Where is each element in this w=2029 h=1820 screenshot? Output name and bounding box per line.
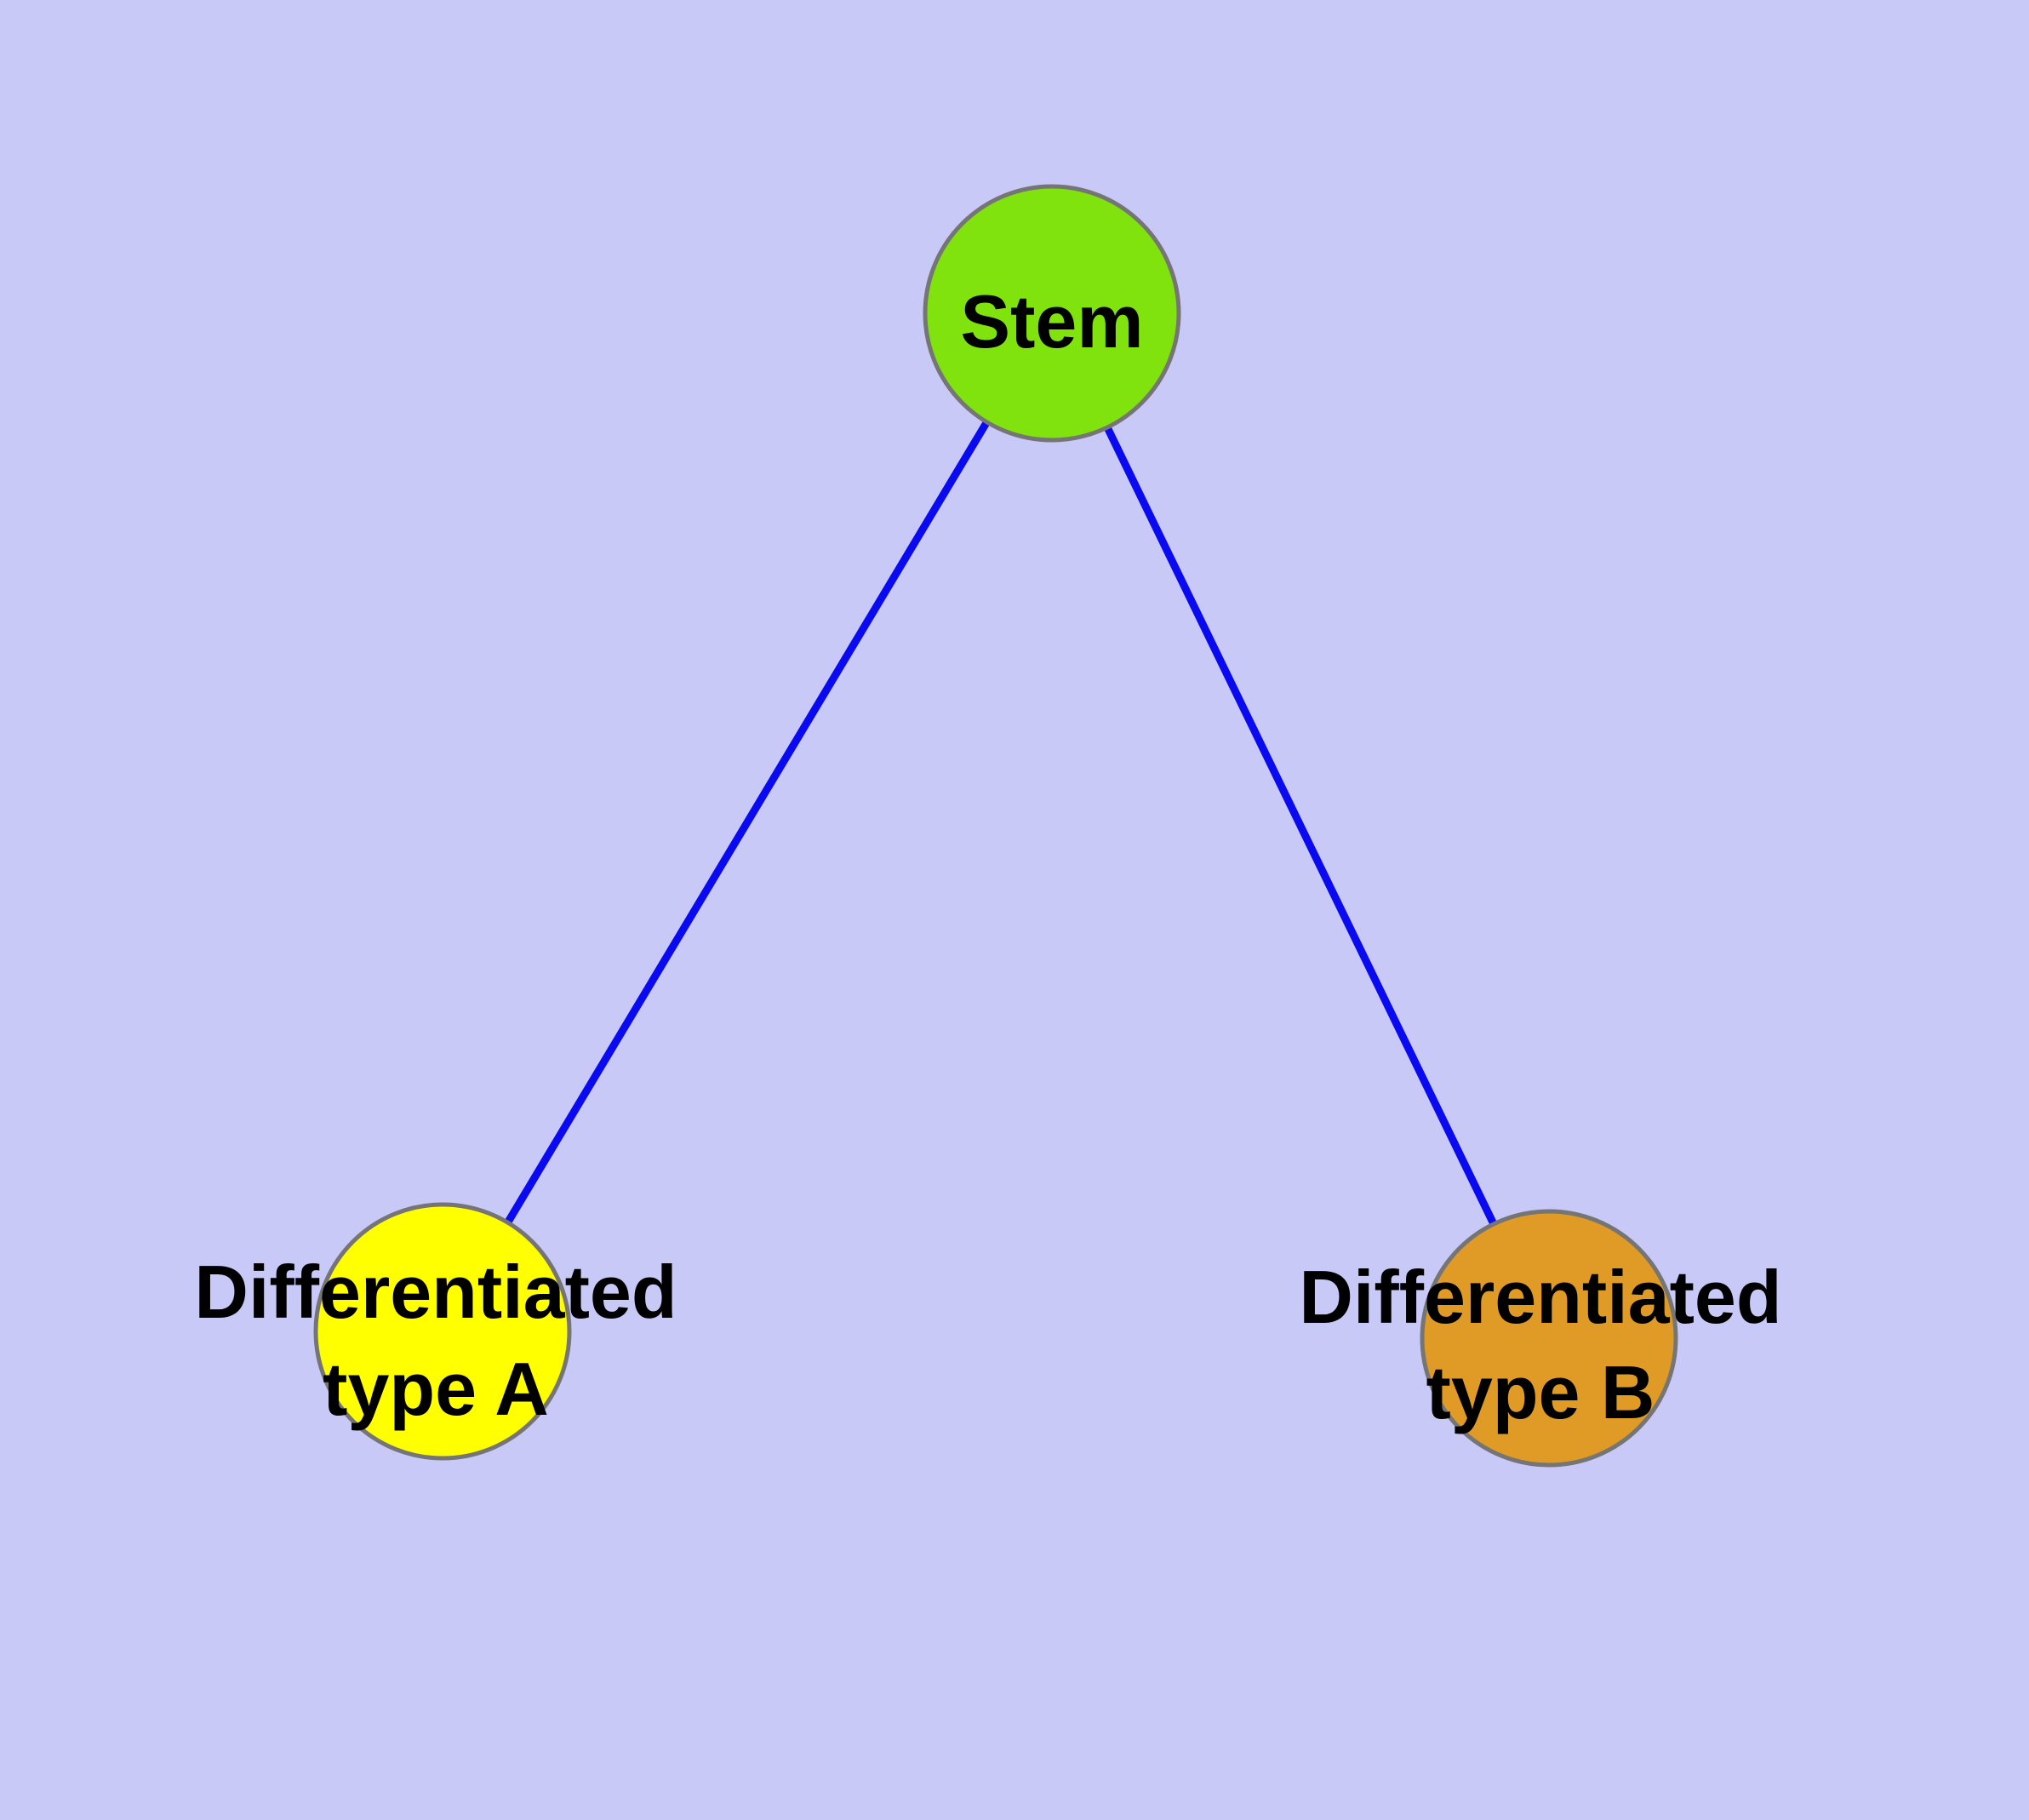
- node-differentiated-type-b[interactable]: [1420, 1209, 1678, 1468]
- edge-stem-to-type-b[interactable]: [1048, 312, 1553, 1340]
- node-type-b-label-line2: type B: [1426, 1350, 1655, 1434]
- node-stem[interactable]: [923, 184, 1181, 443]
- edge-stem-to-type-a[interactable]: [439, 311, 1055, 1334]
- node-type-b-label-line1: Differentiated: [1299, 1255, 1781, 1339]
- node-differentiated-type-a[interactable]: [313, 1202, 572, 1461]
- node-type-a-label-line1: Differentiated: [194, 1250, 677, 1334]
- node-layer: [313, 184, 1678, 1468]
- node-type-a-label-line2: type A: [323, 1347, 549, 1431]
- edge-layer: [439, 311, 1553, 1340]
- label-layer: Stem Differentiated type A Differentiate…: [194, 279, 1781, 1434]
- node-stem-label: Stem: [960, 279, 1143, 363]
